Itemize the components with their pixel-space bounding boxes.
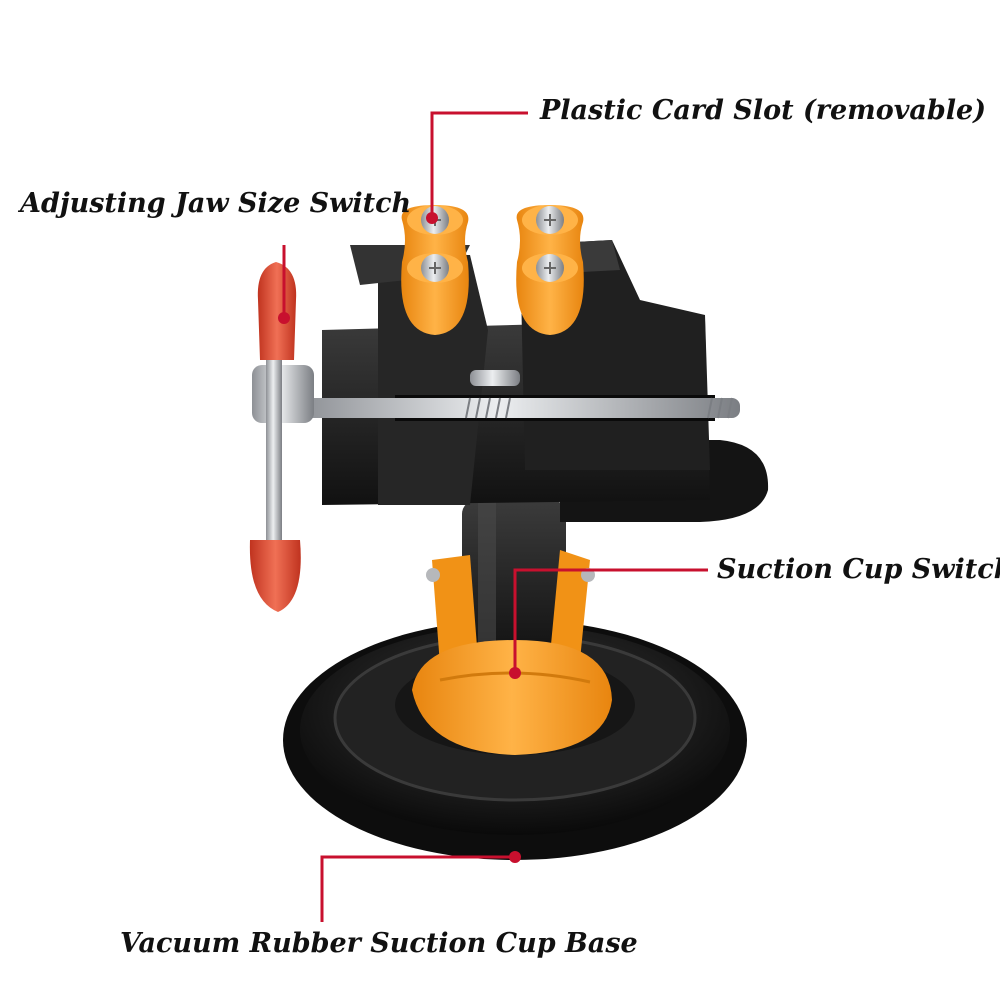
label-jaw-switch: Adjusting Jaw Size Switch bbox=[20, 188, 412, 219]
dot-suction-switch bbox=[509, 667, 521, 679]
dot-suction-base bbox=[509, 851, 521, 863]
dot-jaw-switch bbox=[278, 312, 290, 324]
label-card-slot: Plastic Card Slot (removable) bbox=[540, 95, 986, 126]
jaw-handle bbox=[249, 262, 314, 612]
leader-suction-switch bbox=[513, 568, 708, 673]
leader-lines bbox=[282, 111, 708, 922]
leader-dots bbox=[278, 212, 521, 863]
suction-lever bbox=[412, 550, 612, 755]
lead-screw bbox=[300, 370, 740, 419]
label-suction-base: Vacuum Rubber Suction Cup Base bbox=[120, 928, 638, 959]
label-suction-switch: Suction Cup Switch bbox=[717, 554, 1000, 585]
jaw-pads bbox=[401, 205, 584, 335]
dot-card-slot bbox=[426, 212, 438, 224]
leader-card-slot bbox=[430, 111, 528, 218]
leader-suction-base bbox=[320, 855, 515, 922]
